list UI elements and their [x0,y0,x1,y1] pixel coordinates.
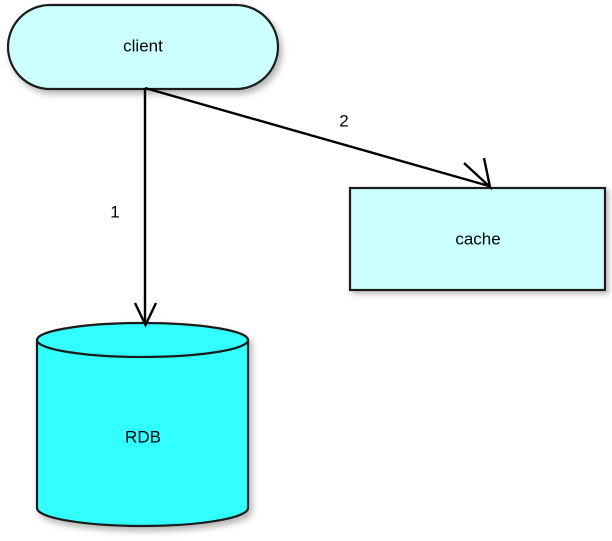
node-cache[interactable]: cache [348,186,607,292]
edge-2-arrowhead [463,157,492,191]
node-client[interactable]: client [6,3,280,91]
cache-shape [348,186,607,292]
rdb-body [35,338,250,528]
rdb-top [35,321,250,359]
edge-1-label: 1 [110,202,119,221]
rdb-label: RDB [125,427,161,446]
edge-1-arrowhead [133,302,158,328]
client-shape [6,3,280,91]
client-label: client [123,36,163,55]
cache-label: cache [455,229,500,248]
node-rdb[interactable]: RDB [35,321,250,528]
edge-client-to-rdb[interactable]: 1 [110,88,158,328]
edge-client-to-cache[interactable]: 2 [144,86,492,191]
edge-2-line [144,86,490,188]
edge-2-label: 2 [339,111,348,130]
